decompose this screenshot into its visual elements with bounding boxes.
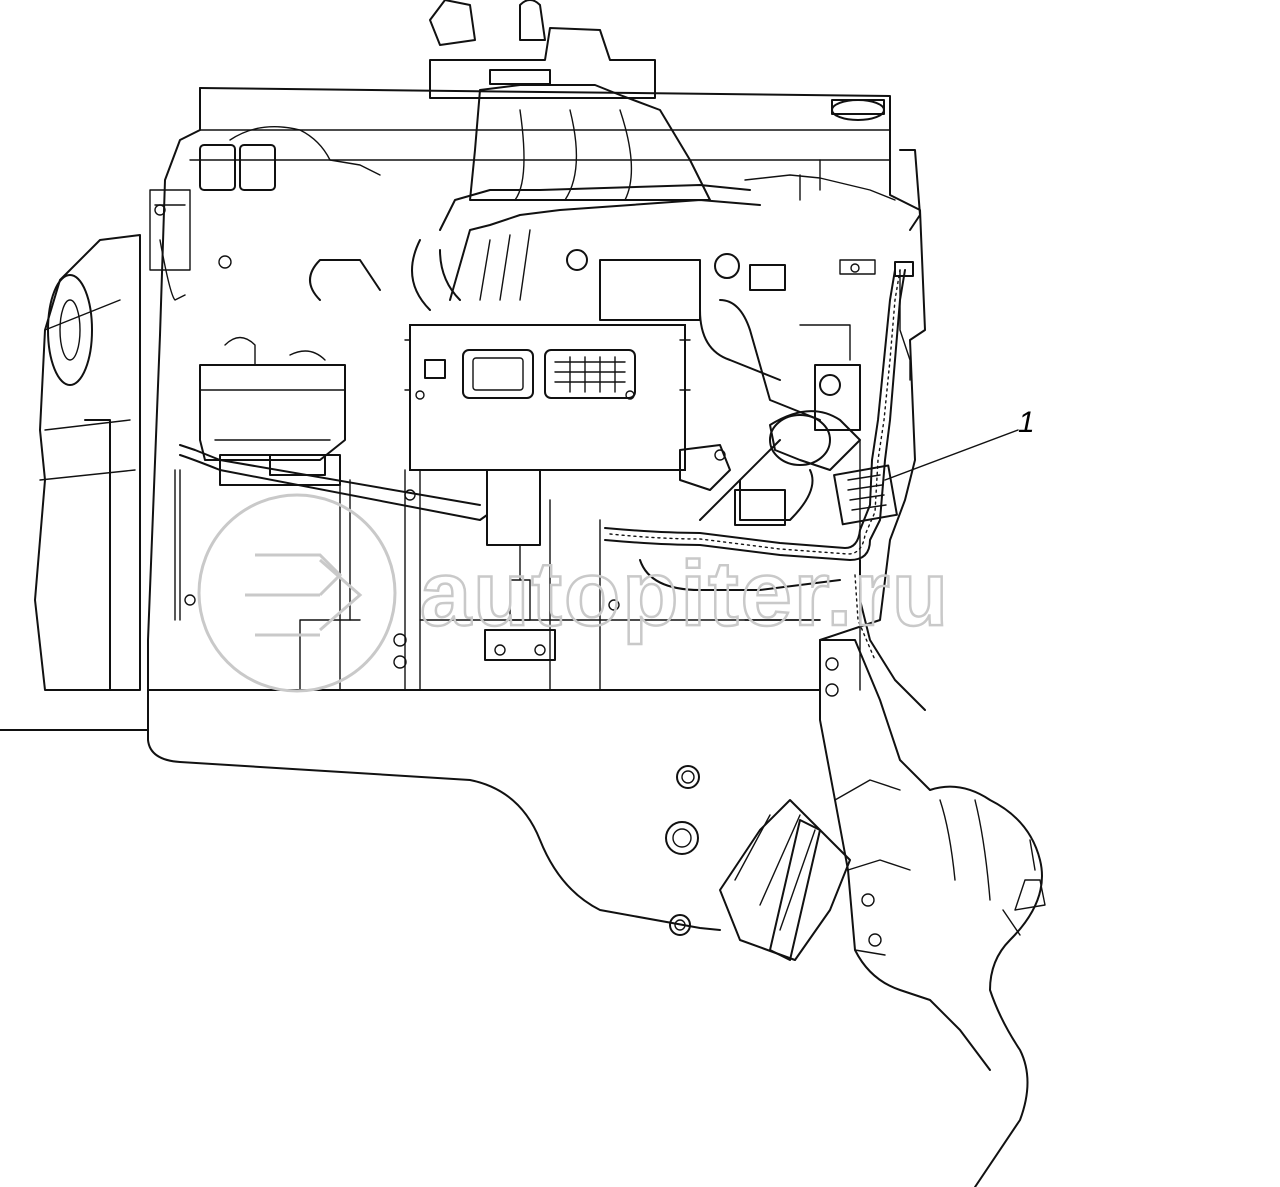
- frame-outline: [147, 334, 721, 931]
- watermark-text: autopiter.ru: [420, 543, 950, 645]
- watermark: autopiter.ru: [197, 493, 950, 693]
- right-pipes: [566, 249, 821, 421]
- ecu-module: [404, 324, 691, 471]
- bolts: [184, 255, 860, 669]
- thermostat-housing: [429, 0, 711, 201]
- fuel-filter: [199, 336, 346, 486]
- connector-group-top-left: [199, 125, 381, 191]
- coupling-flange: [719, 799, 851, 961]
- callout-leader-line: [884, 429, 1019, 481]
- upper-pipes: [309, 184, 761, 311]
- pulley-housing: [34, 234, 141, 691]
- side-bracket: [819, 639, 1043, 1187]
- junction-box: [486, 469, 541, 546]
- callout-label-1: 1: [1018, 406, 1035, 439]
- air-elbow: [679, 410, 861, 526]
- bracket-plate: [484, 629, 556, 661]
- side-bracket-inner: [819, 639, 991, 1071]
- watermark-logo-ring: [197, 493, 397, 693]
- callout-1: 1: [884, 406, 1035, 481]
- oil-filler-cap: [831, 99, 885, 121]
- coolant-bracket: [799, 259, 876, 431]
- engine-block: [147, 87, 926, 691]
